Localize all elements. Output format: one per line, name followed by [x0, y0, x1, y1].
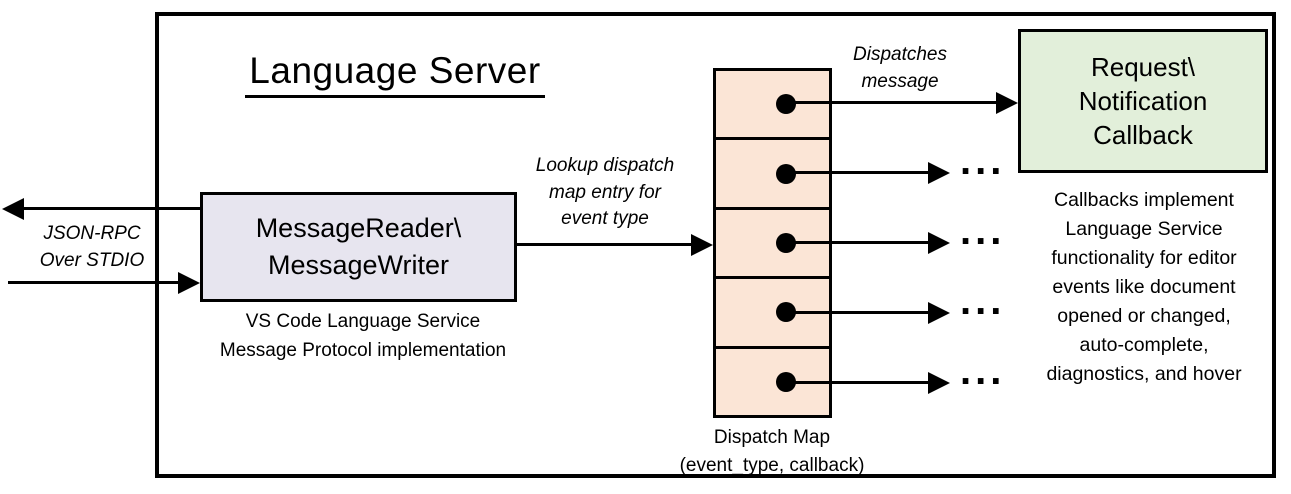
lookup-arrowhead-icon	[691, 234, 713, 256]
callback-caption-line5: opened or changed,	[1057, 305, 1231, 327]
dispatches-message-label: Dispatches message	[828, 42, 972, 95]
message-reader-writer-box: MessageReader\ MessageWriter	[200, 192, 517, 302]
dispatch-arrow-1-head-icon	[996, 92, 1018, 114]
callback-caption: Callbacks implement Language Service fun…	[1012, 186, 1276, 389]
dispatch-arrow-4-shaft	[786, 311, 930, 314]
reader-caption: VS Code Language Service Message Protoco…	[198, 308, 528, 365]
dispatches-message-line2: message	[861, 70, 939, 92]
dispatch-arrow-2-head-icon	[928, 162, 950, 184]
map-entry-dot	[776, 94, 796, 115]
dispatch-arrow-5-shaft	[786, 381, 930, 384]
callback-caption-line2: Language Service	[1065, 218, 1223, 240]
callback-box-line2: Notification	[1078, 85, 1208, 116]
callback-box-line3: Callback	[1093, 120, 1193, 151]
language-server-box	[155, 12, 1276, 478]
dispatch-map-row	[716, 71, 829, 141]
dispatch-arrow-3-head-icon	[928, 232, 950, 254]
stdio-in-arrowhead-icon	[178, 272, 200, 294]
callback-caption-line1: Callbacks implement	[1054, 189, 1234, 211]
dispatch-arrow-4-head-icon	[928, 302, 950, 324]
stdio-out-arrow-shaft	[20, 207, 200, 210]
dispatch-map-caption: Dispatch Map (event_type, callback)	[652, 424, 892, 479]
callback-box-line1: Request\	[1090, 51, 1196, 82]
dispatch-map-caption-line2: (event_type, callback)	[679, 454, 865, 476]
lookup-label-line3: event type	[561, 208, 649, 230]
json-rpc-label-line2: Over STDIO	[39, 249, 145, 271]
page-title-text: Language Server	[245, 50, 545, 98]
lookup-arrow-shaft	[517, 243, 693, 246]
dispatch-map-row	[716, 140, 829, 210]
stdio-out-arrowhead-icon	[2, 198, 24, 220]
callback-caption-line4: events like document	[1052, 276, 1236, 298]
dispatch-map-caption-line1: Dispatch Map	[713, 427, 831, 448]
dispatch-arrow-1-shaft	[786, 101, 998, 104]
dispatch-map-row	[716, 210, 829, 280]
dispatches-message-line1: Dispatches	[853, 44, 947, 65]
ellipsis-2: ...	[960, 139, 1006, 183]
reader-caption-line2: Message Protocol implementation	[219, 339, 507, 361]
message-writer-line: MessageWriter	[267, 250, 450, 280]
reader-caption-line1: VS Code Language Service	[245, 311, 481, 332]
stdio-in-arrow-shaft	[8, 281, 180, 284]
dispatch-arrow-2-shaft	[786, 171, 930, 174]
lookup-label: Lookup dispatch map entry for event type	[512, 153, 698, 233]
callback-caption-line6: auto-complete,	[1079, 334, 1209, 356]
callback-caption-line3: functionality for editor	[1051, 247, 1237, 269]
message-reader-line: MessageReader\	[255, 212, 462, 243]
ellipsis-5: ...	[960, 349, 1006, 393]
ellipsis-3: ...	[960, 209, 1006, 253]
callback-caption-line7: diagnostics, and hover	[1046, 363, 1242, 385]
ellipsis-4: ...	[960, 279, 1006, 323]
json-rpc-label: JSON-RPC Over STDIO	[8, 221, 176, 274]
dispatch-arrow-3-shaft	[786, 241, 930, 244]
json-rpc-label-line1: JSON-RPC	[43, 223, 141, 244]
request-notification-callback-box: Request\ Notification Callback	[1018, 29, 1268, 173]
page-title: Language Server	[165, 50, 625, 98]
dispatch-arrow-5-head-icon	[928, 372, 950, 394]
lookup-label-line1: Lookup dispatch	[535, 155, 675, 176]
lookup-label-line2: map entry for	[549, 181, 661, 203]
